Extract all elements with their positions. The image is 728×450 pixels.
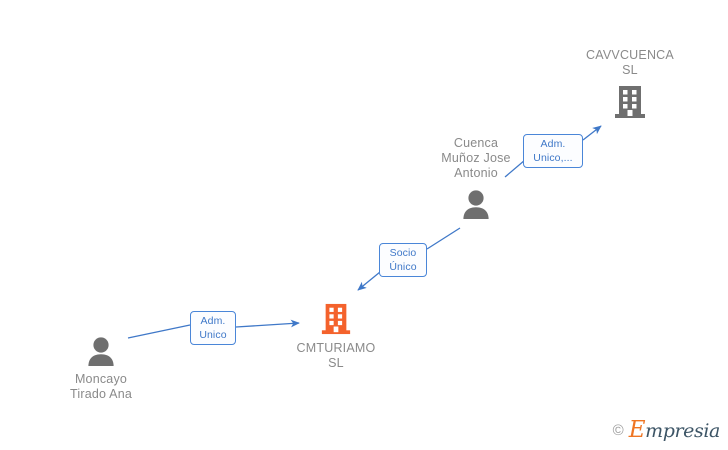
empresia-logo-initial: E [628,417,646,443]
node-label-cuenca-munoz: Cuenca Muñoz Jose Antonio [441,136,511,180]
node-company-cavvcuenca[interactable]: CAVVCUENCA SL [555,48,705,120]
edge-chip-adm-unico-cavvcuenca[interactable]: Adm. Unico,... [523,134,583,168]
empresia-logo: Empresia [628,417,721,443]
building-icon [615,86,645,118]
node-person-cuenca-munoz[interactable]: Cuenca Muñoz Jose Antonio [401,136,551,219]
node-label-cavvcuenca: CAVVCUENCA SL [586,48,674,77]
node-company-cmturiamo[interactable]: CMTURIAMO SL [261,302,411,371]
node-label-moncayo: Moncayo Tirado Ana [70,372,132,401]
node-person-moncayo[interactable]: Moncayo Tirado Ana [26,336,176,402]
copyright-icon: © [612,422,624,439]
edge-chip-socio-unico[interactable]: Socio Único [379,243,427,277]
node-label-cmturiamo: CMTURIAMO SL [296,341,376,370]
building-icon [321,303,351,335]
person-icon [463,190,489,219]
empresia-watermark: © Empresia [612,417,721,443]
person-icon [88,337,114,366]
edge-chip-adm-unico-cmturiamo[interactable]: Adm. Unico [190,311,236,345]
empresia-logo-rest: mpresia [645,420,720,442]
